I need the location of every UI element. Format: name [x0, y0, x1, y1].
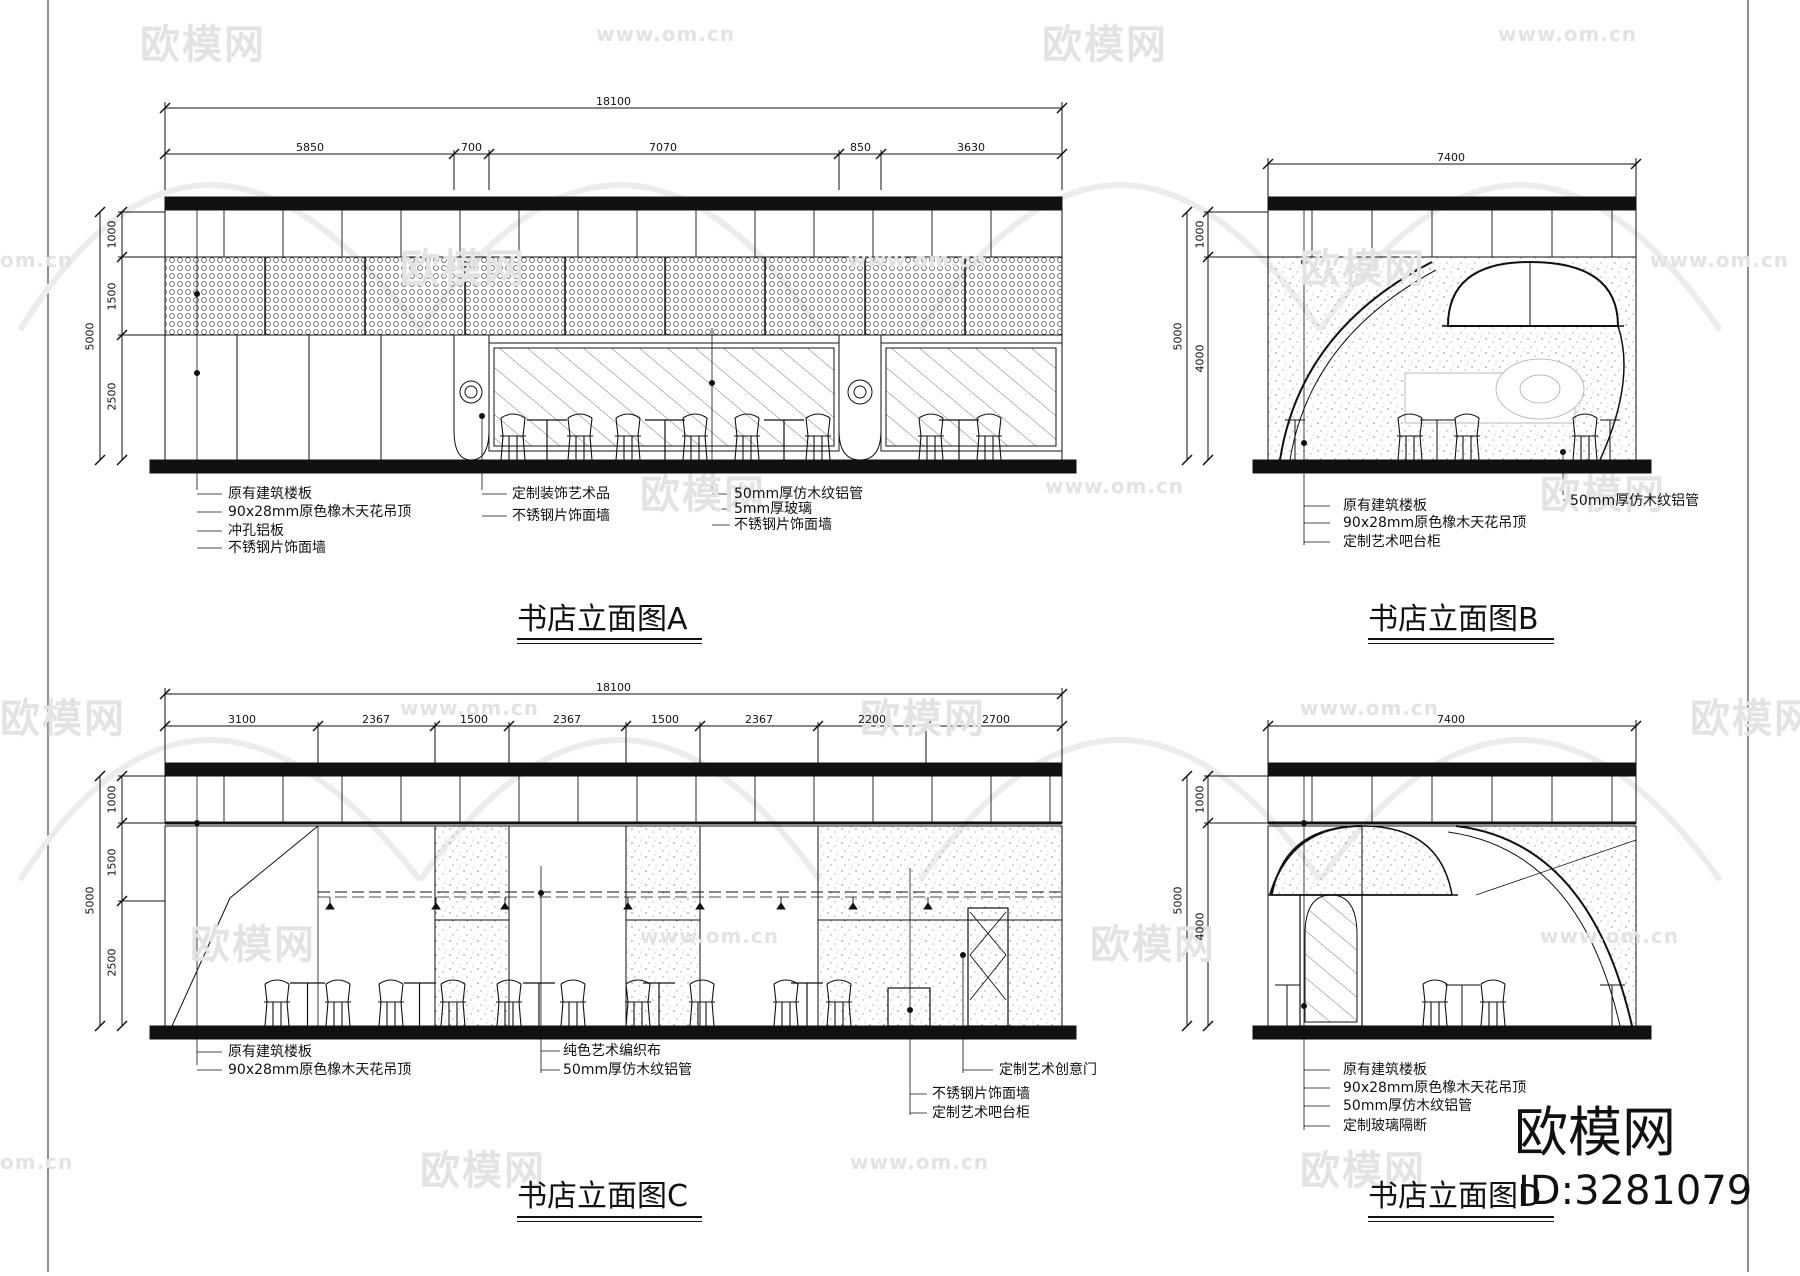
chair-icon	[1480, 979, 1506, 1027]
chair-icon	[976, 413, 1002, 461]
chair-icon	[615, 413, 641, 461]
dim-side: 1000	[105, 785, 119, 814]
chair-icon	[682, 413, 708, 461]
chair-icon	[560, 979, 586, 1027]
label-steel-wall: 不锈钢片饰面墙	[734, 517, 832, 533]
dim-side: 5000	[83, 322, 97, 351]
elevation-a	[94, 102, 1077, 490]
title-underline	[517, 643, 702, 644]
dim-total: 7400	[1437, 713, 1465, 726]
dim-side: 5000	[1171, 886, 1185, 915]
label-steel-wall: 不锈钢片饰面墙	[228, 540, 326, 556]
title-underline	[517, 1216, 702, 1218]
label-art-door: 定制艺术创意门	[999, 1062, 1097, 1078]
model-id: ID:3281079	[1518, 1168, 1753, 1214]
dim-segment: 850	[850, 141, 871, 154]
dim-side: 5000	[1171, 322, 1185, 351]
label-aluminum-tube: 50mm厚仿木纹铝管	[734, 486, 864, 502]
dim-side: 5000	[83, 886, 97, 915]
title-underline	[517, 638, 702, 640]
chair-icon	[378, 979, 404, 1027]
dim-total: 7400	[1437, 151, 1465, 164]
label-bar-cabinet: 定制艺术吧台柜	[932, 1105, 1030, 1121]
label-glass: 5mm厚玻璃	[734, 501, 813, 517]
elevation-a-title: 书店立面图A	[517, 602, 688, 637]
chair-icon	[440, 979, 466, 1027]
elevation-b-title: 书店立面图B	[1368, 602, 1539, 637]
dim-segment: 1500	[460, 713, 488, 726]
dim-segment: 700	[461, 141, 482, 154]
label-floor-slab: 原有建筑楼板	[1343, 1062, 1427, 1078]
elevation-d	[1181, 720, 1652, 1130]
dim-side: 4000	[1193, 344, 1207, 373]
label-bar-cabinet: 定制艺术吧台柜	[1343, 534, 1441, 550]
chair-icon	[773, 979, 799, 1027]
dim-segment: 3630	[957, 141, 985, 154]
dim-segment: 7070	[649, 141, 677, 154]
dim-side: 1500	[105, 282, 119, 311]
dim-segment: 2700	[982, 713, 1010, 726]
dim-segment: 2200	[858, 713, 886, 726]
dim-side: 2500	[105, 382, 119, 411]
chair-icon	[1454, 413, 1480, 461]
dim-side: 1000	[105, 220, 119, 249]
brand-logo: 欧模网	[1514, 1101, 1676, 1164]
chair-icon	[734, 413, 760, 461]
dim-side: 4000	[1193, 912, 1207, 941]
elevation-c-title: 书店立面图C	[517, 1179, 688, 1214]
label-perforated-panel: 冲孔铝板	[228, 523, 284, 539]
label-floor-slab: 原有建筑楼板	[228, 1044, 312, 1060]
chair-icon	[826, 979, 852, 1027]
chair-icon	[325, 979, 351, 1027]
chair-icon	[496, 979, 522, 1027]
elevation-c	[94, 688, 1077, 1115]
chair-icon	[1572, 413, 1598, 461]
elevation-b	[1181, 158, 1652, 545]
dim-segment: 3100	[228, 713, 256, 726]
dim-segment: 2367	[362, 713, 390, 726]
chair-icon	[689, 979, 715, 1027]
label-steel-wall: 不锈钢片饰面墙	[512, 508, 610, 524]
label-oak-ceiling: 90x28mm原色橡木天花吊顶	[1343, 515, 1527, 531]
title-underline	[1368, 1216, 1554, 1218]
dim-side: 2500	[105, 948, 119, 977]
dim-segment: 2367	[553, 713, 581, 726]
label-oak-ceiling: 90x28mm原色橡木天花吊顶	[228, 504, 412, 520]
label-aluminum-tube: 50mm厚仿木纹铝管	[563, 1062, 693, 1078]
chair-icon	[1422, 979, 1448, 1027]
chair-icon	[625, 979, 651, 1027]
dim-side: 1000	[1193, 785, 1207, 814]
label-oak-ceiling: 90x28mm原色橡木天花吊顶	[228, 1062, 412, 1078]
chair-icon	[567, 413, 593, 461]
dim-side: 1500	[105, 848, 119, 877]
chair-icon	[500, 413, 526, 461]
chair-icon	[1397, 413, 1423, 461]
title-underline	[1368, 638, 1554, 640]
label-glass-partition: 定制玻璃隔断	[1343, 1118, 1427, 1134]
dim-total: 18100	[596, 681, 631, 694]
label-woven-fabric: 纯色艺术编织布	[563, 1043, 661, 1059]
elevation-d-title: 书店立面图D	[1368, 1179, 1542, 1214]
title-underline	[1368, 643, 1554, 644]
title-underline	[517, 1221, 702, 1222]
title-underline	[1368, 1221, 1554, 1222]
dim-segment: 2367	[745, 713, 773, 726]
dim-segment: 1500	[651, 713, 679, 726]
label-aluminum-tube: 50mm厚仿木纹铝管	[1570, 493, 1700, 509]
dim-side: 1000	[1193, 220, 1207, 249]
label-steel-wall: 不锈钢片饰面墙	[932, 1086, 1030, 1102]
label-floor-slab: 原有建筑楼板	[1343, 498, 1427, 514]
chair-icon	[805, 413, 831, 461]
label-floor-slab: 原有建筑楼板	[228, 486, 312, 502]
label-oak-ceiling: 90x28mm原色橡木天花吊顶	[1343, 1080, 1527, 1096]
dim-total: 18100	[596, 95, 631, 108]
label-aluminum-tube: 50mm厚仿木纹铝管	[1343, 1098, 1473, 1114]
label-art-piece: 定制装饰艺术品	[512, 486, 610, 502]
chair-icon	[264, 979, 290, 1027]
dim-segment: 5850	[296, 141, 324, 154]
chair-icon	[918, 413, 944, 461]
